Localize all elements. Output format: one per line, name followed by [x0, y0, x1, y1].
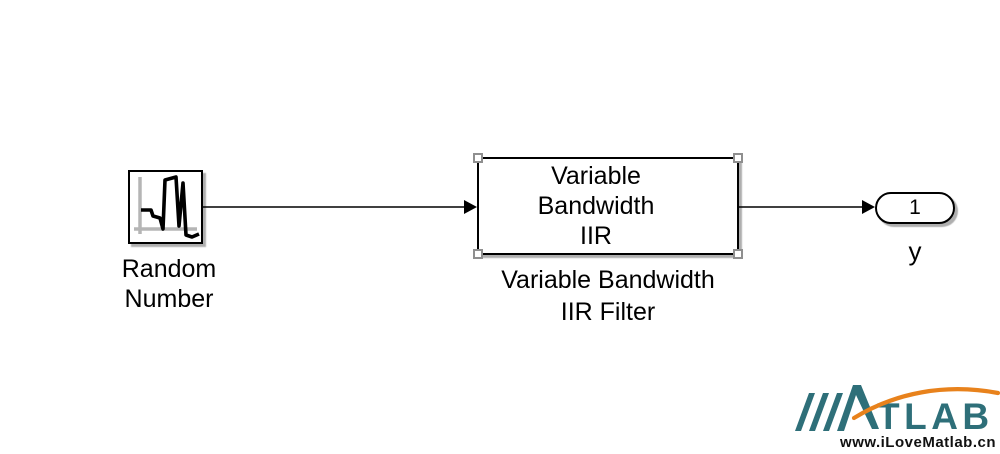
label-line: IIR Filter	[560, 298, 656, 326]
iir-block-text: Variable Bandwidth IIR	[467, 159, 725, 251]
selection-handle-top-right[interactable]	[733, 153, 743, 163]
iir-block-label[interactable]: Variable Bandwidth IIR Filter	[477, 264, 739, 328]
selection-handle-top-left[interactable]	[473, 153, 483, 163]
random-number-label[interactable]: Random Number	[89, 255, 249, 314]
block-text-line: Variable	[551, 162, 641, 190]
block-text-line: Bandwidth	[537, 192, 655, 220]
random-number-block[interactable]	[128, 170, 203, 244]
label-line: Number	[124, 284, 214, 313]
selection-handle-bottom-right[interactable]	[733, 249, 743, 259]
wire-arrowhead-icon	[464, 200, 477, 214]
logo-m-strokes	[795, 393, 843, 431]
label-line: y	[908, 236, 922, 266]
selection-handle-bottom-left[interactable]	[473, 249, 483, 259]
logo-a-shape	[837, 385, 879, 431]
outport-number: 1	[909, 196, 921, 219]
label-line: Variable Bandwidth	[501, 266, 715, 294]
wire-arrowhead-icon	[862, 200, 875, 214]
matlab-logo-icon: TLAB	[795, 385, 1000, 435]
label-line: Random	[121, 255, 217, 283]
signal-wire-1[interactable]	[202, 199, 478, 215]
block-text-line: IIR	[580, 222, 612, 250]
logo-swoosh-icon	[851, 387, 1000, 421]
variable-bandwidth-iir-block[interactable]: Variable Bandwidth IIR	[473, 153, 743, 259]
watermark-url: www.iLoveMatlab.cn	[840, 434, 996, 451]
ilovematlab-watermark: TLAB www.iLoveMatlab.cn	[790, 383, 1000, 453]
signal-wire-2[interactable]	[739, 199, 876, 215]
logo-brand-text: TLAB	[877, 396, 994, 435]
outport-label[interactable]: y	[875, 234, 955, 268]
noise-waveform-icon	[134, 175, 200, 239]
noise-signal-trace	[141, 175, 200, 239]
outport-block[interactable]: 1	[875, 192, 955, 224]
